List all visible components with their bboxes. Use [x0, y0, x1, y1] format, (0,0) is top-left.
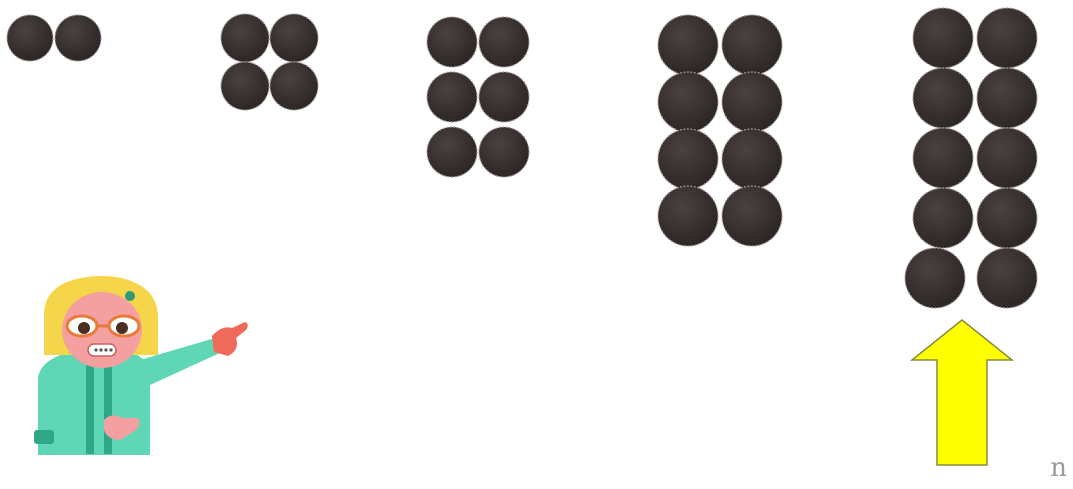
dot-groups [7, 8, 1037, 308]
dot [270, 62, 318, 110]
dot [221, 14, 269, 62]
dot [977, 248, 1037, 308]
dot [479, 17, 529, 67]
dot [722, 186, 782, 246]
dot [722, 129, 782, 189]
dot [977, 128, 1037, 188]
dot [427, 127, 477, 177]
dot [427, 17, 477, 67]
dot [658, 129, 718, 189]
dot [479, 72, 529, 122]
dot [221, 62, 269, 110]
dot-group-2 [7, 15, 101, 61]
dot [977, 68, 1037, 128]
dot [658, 72, 718, 132]
dot [479, 127, 529, 177]
dot [722, 15, 782, 75]
dot [905, 248, 965, 308]
dot [427, 72, 477, 122]
dot [913, 68, 973, 128]
dot [913, 188, 973, 248]
dot [977, 188, 1037, 248]
dot-group-6 [427, 17, 529, 177]
dot-group-10 [905, 8, 1037, 308]
dot [658, 186, 718, 246]
corner-mark: n [1050, 455, 1067, 481]
up-arrow-icon [912, 320, 1012, 465]
dot [977, 8, 1037, 68]
dot [913, 8, 973, 68]
dot-group-4 [221, 14, 318, 110]
dot [722, 72, 782, 132]
dot [270, 14, 318, 62]
dot-group-8 [658, 15, 782, 246]
dot [55, 15, 101, 61]
dot [913, 128, 973, 188]
teacher-character [34, 276, 248, 455]
dot [658, 15, 718, 75]
dot [7, 15, 53, 61]
